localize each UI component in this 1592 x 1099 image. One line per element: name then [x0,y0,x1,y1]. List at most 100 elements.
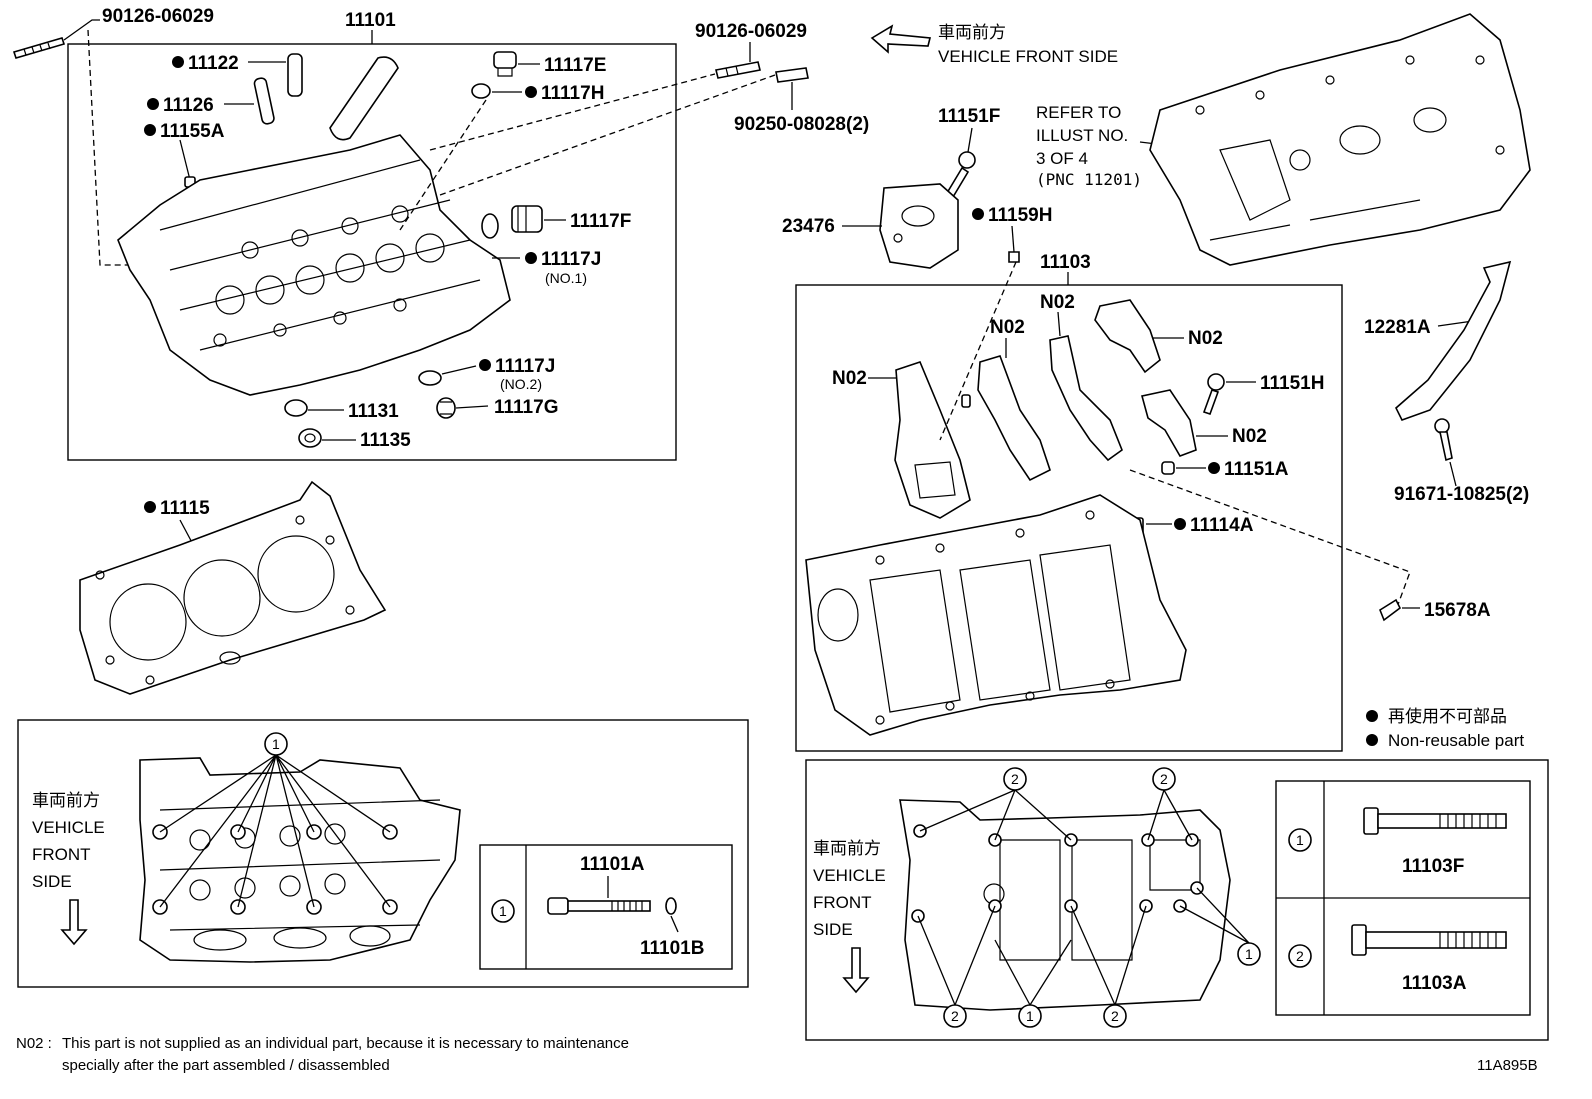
figure-id: 11A895B [1477,1057,1538,1074]
label-15678A: 15678A [1424,600,1491,621]
label-11117J-no2: 11117J [495,356,555,377]
callout-1-a-text: 1 [1245,946,1253,962]
bolt-91671-icon [1434,418,1453,462]
label-11126: 11126 [163,95,214,116]
chain-guide-12281A-icon [1395,260,1512,421]
label-11101A: 11101A [580,854,645,875]
seal-11135-icon [298,428,322,448]
refer-line-4: (PNC 11201) [1036,170,1142,189]
refer-line-2: ILLUST NO. [1036,126,1128,145]
head-top-view-icon [139,757,461,963]
down-arrow-icon [842,947,870,994]
washer-11101B-icon [665,897,677,915]
vehicle-front-left-en-2: FRONT [32,845,91,864]
guide-group: 12281A 91671-10825(2) [1364,260,1529,505]
stud-bolt-left-icon [12,37,66,59]
block-bolt-detail: 車両前方 VEHICLE FRONT SIDE 2 2 1 2 1 [805,759,1549,1041]
seal-11131-icon [284,399,308,417]
callout-1-head-text: 1 [272,736,280,752]
label-11135: 11135 [360,430,411,451]
tube-11101-icon [329,56,399,141]
callout-2-b-text: 2 [1160,771,1168,787]
label-11155A: 11155A [160,121,225,142]
label-11151H: 11151H [1260,373,1324,394]
stud-bolt-right-icon [715,61,761,79]
label-11115: 11115 [160,498,210,519]
label-11131: 11131 [348,401,399,422]
label-23476: 23476 [782,216,835,237]
label-11103: 11103 [1040,252,1091,273]
footnote: N02 : This part is not supplied as an in… [16,1035,1538,1074]
refer-group: REFER TO ILLUST NO. 3 OF 4 (PNC 11201) [1036,13,1531,266]
footnote-line-2: specially after the part assembled / dis… [62,1057,390,1074]
label-11101: 11101 [345,10,396,31]
block-frame [795,284,1343,752]
label-11117E: 11117E [544,55,606,76]
label-11117F: 11117F [570,211,631,232]
refer-line-3: 3 OF 4 [1036,149,1088,168]
label-11117H: 11117H [541,83,604,104]
pin-15678A-icon [1379,598,1402,622]
label-11159H: 11159H [988,205,1052,226]
stud-pin-group: 90126-06029 90250-08028(2) [695,21,869,135]
label-n02-c: N02 [1188,328,1223,349]
vehicle-front-top: 車両前方 VEHICLE FRONT SIDE [870,23,1118,66]
pin-11151A-icon [1161,461,1175,475]
label-11117G: 11117G [494,397,558,418]
bolt-table-2-num-1: 1 [1296,832,1304,848]
footnote-prefix: N02 : [16,1035,52,1052]
label-11151A: 11151A [1224,459,1289,480]
label-n02-a: N02 [1040,292,1075,313]
ring-11117H-icon [471,83,491,99]
label-11103A: 11103A [1402,973,1467,994]
label-11151F: 11151F [938,106,1000,127]
bolt-11101A-icon [547,897,651,915]
callout-2-c-text: 2 [951,1008,959,1024]
bolt-table-2-num-2: 2 [1296,948,1304,964]
block-group: 11103 N02 N02 N02 N02 N02 [795,252,1411,752]
plug-11117F-icon [511,205,543,233]
label-90250: 90250-08028(2) [734,114,869,135]
timing-group: 11151F 23476 11159H [782,106,1052,269]
cylinder-block-lower-icon [805,494,1187,736]
bearing-cap-3-icon [1049,335,1123,462]
label-91671: 91671-10825(2) [1394,484,1529,505]
label-11117J-no1: 11117J [541,249,601,270]
sleeve-11122-icon [287,53,303,97]
legend-jp: 再使用不可部品 [1388,706,1507,726]
head-gasket-11115-icon [79,480,387,695]
bolt-table-1-num: 1 [499,903,507,919]
head-bolt-frame [17,719,749,988]
cylinder-head-icon [117,134,511,396]
front-arrow-icon [870,24,932,54]
plug-11117E-icon [493,51,517,77]
bolt-11103A-icon [1351,924,1507,956]
label-90126-right: 90126-06029 [695,21,807,42]
vehicle-front-top-jp: 車両前方 [938,23,1006,42]
down-arrow-icon [60,899,88,946]
plug-11117G-icon [436,397,456,419]
label-11117J-no1-sub: (NO.1) [545,270,587,286]
vehicle-front-left-en-3: SIDE [32,872,72,891]
vehicle-front-top-en: VEHICLE FRONT SIDE [938,47,1118,66]
timing-cover-icon [1149,13,1531,266]
head-bolt-positions [152,824,398,915]
block-bolt-frame [805,759,1549,1041]
vehicle-front-left-jp: 車両前方 [32,791,100,810]
footnote-line-1: This part is not supplied as an individu… [62,1035,629,1052]
label-11103F: 11103F [1402,856,1464,877]
bearing-cap-2-icon [977,355,1051,482]
callout-2-a-text: 2 [1011,771,1019,787]
bearing-cap-5-icon [1141,389,1197,457]
pin-90250-icon [775,67,809,83]
bolt-table-1 [479,844,733,970]
callout-1-b-text: 1 [1026,1008,1034,1024]
head-bolt-detail: 車両前方 VEHICLE FRONT SIDE 1 1 11101 [17,719,749,988]
label-90126-left: 90126-06029 [102,6,214,27]
bearing-cap-4-icon [1094,299,1161,374]
label-11122: 11122 [188,53,239,74]
vehicle-front-right-en-3: SIDE [813,920,853,939]
gasket-group: 11115 [79,480,387,695]
label-n02-e: N02 [1232,426,1267,447]
